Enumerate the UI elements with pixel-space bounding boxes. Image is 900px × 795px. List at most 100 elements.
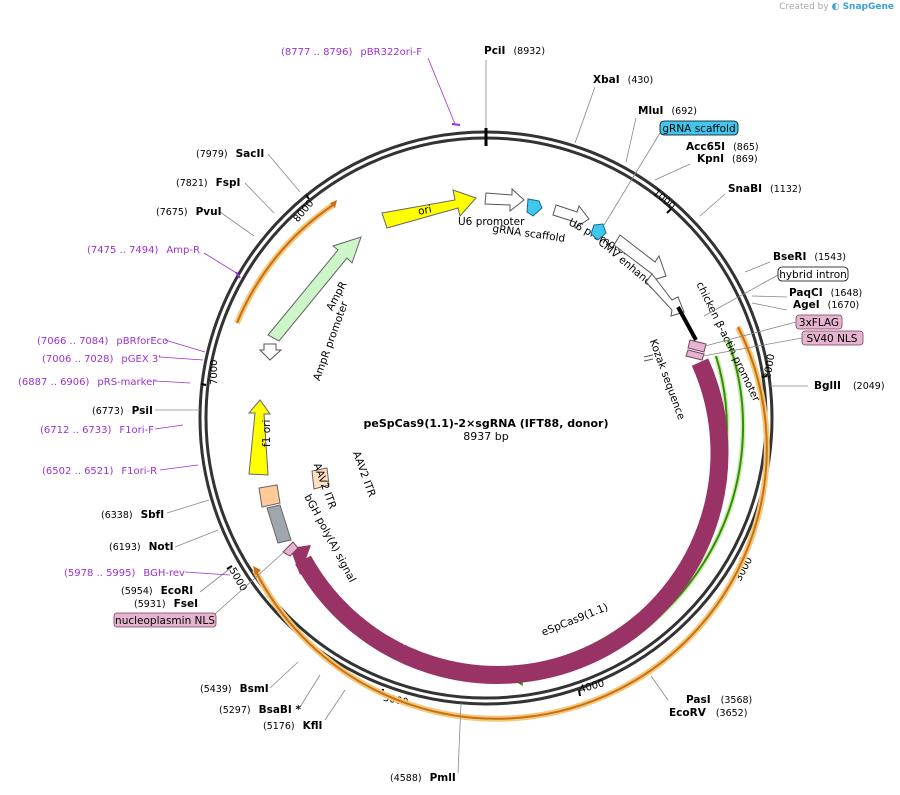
feature-ori [381, 189, 477, 229]
primer-prs-marker-range: (6887 .. 6906) [18, 377, 90, 388]
feature-bgh [266, 504, 292, 544]
site-fspi: (7821)FspI [176, 177, 240, 189]
site-psii-pos: (6773) [92, 406, 124, 417]
site-ecorv-name: EcoRV [669, 707, 707, 719]
feature-kozak-mark [643, 354, 654, 358]
site-leader-agei [751, 302, 788, 311]
leader-nucleoplasmin [214, 551, 285, 615]
orf-arc-cas9 [252, 325, 770, 722]
plasmid-title: peSpCas9(1.1)-2×sgRNA (IFT88, donor) [364, 417, 609, 430]
site-leader-bsmi [269, 661, 299, 689]
site-noti-name: NotI [149, 541, 174, 553]
primer-prs-marker: (6887 .. 6906) pRS-marker [18, 377, 157, 388]
site-kpni: KpnI(869) [697, 153, 758, 165]
site-fspi-pos: (7821) [176, 178, 208, 189]
primer-amp-r-name: Amp-R [166, 245, 200, 256]
tick-2000 [761, 375, 768, 378]
box-3xflag [795, 314, 843, 330]
feature-u6-promoter-1 [484, 187, 525, 213]
site-leader-ecori [199, 566, 233, 593]
site-pmli-name: PmlI [430, 772, 456, 784]
site-leader-pvui [219, 211, 255, 237]
feature-nucleoplasmin-nls [282, 541, 299, 557]
feature-label-grna-scaffold-1: gRNA scaffold [492, 223, 566, 245]
site-paqci: PaqCI(1648) [789, 287, 862, 299]
feature-chicken-promoter [645, 273, 685, 317]
primer-prs-marker-name: pRS-marker [97, 377, 157, 388]
tick-label-7000: 7000 [209, 360, 220, 385]
site-paqci-name: PaqCI [789, 287, 823, 299]
site-pasi-pos: (3568) [721, 695, 753, 706]
tick-label-2000: 2000 [762, 353, 777, 380]
site-kfli-name: KflI [303, 720, 323, 732]
cas9-arc [295, 358, 729, 684]
feature-hybrid-intron [676, 306, 698, 341]
box-grna-scaffold [659, 120, 739, 136]
tick-1000 [666, 208, 672, 214]
site-pcii-name: PciI [484, 45, 505, 57]
site-leader-snabi [699, 193, 726, 217]
feature-3xflag [687, 339, 707, 353]
feature-ampr [267, 236, 362, 342]
site-ecorv: EcoRV(3652) [669, 707, 747, 719]
site-leader-pmli [457, 702, 462, 774]
leader-hybrid-intron [703, 274, 779, 317]
primer-mark-ampr [235, 271, 241, 279]
site-pcii-pos: (8932) [513, 46, 545, 57]
orf-arc-amp-line [236, 204, 334, 324]
site-xbai: XbaI (430) [593, 74, 653, 86]
primer-leader-pgex [159, 356, 204, 361]
feature-kozak-mark-2 [643, 358, 654, 362]
site-psii: (6773)PsiI [92, 405, 153, 417]
site-leader-bsabi [299, 674, 321, 708]
snapgene-logo: ◐ SnapGene [831, 2, 894, 12]
feature-label-u6-promoter-1: U6 promoter [458, 216, 525, 228]
box-sv40-nls [801, 330, 864, 346]
feature-label-aav2-itr-2: AAV2 ITR [350, 449, 378, 498]
site-ecori: (5954)EcoRI [121, 585, 193, 597]
primer-amp-r: (7475 .. 7494)Amp-R [87, 245, 200, 256]
site-bglii-name: BglII [814, 380, 841, 392]
box-hybrid-intron [777, 266, 849, 282]
primer-f1ori-r: (6502 .. 6521)F1ori-R [42, 466, 157, 477]
site-kpni-pos: (869) [732, 154, 758, 165]
site-xbai-pos: (430) [628, 75, 654, 86]
primer-pgex: (7006 .. 7028)pGEX 3' [42, 354, 161, 365]
site-bsabi-pos: (5297) [219, 705, 251, 716]
tick-marks [200, 194, 768, 697]
leader-grna-scaffold [603, 132, 661, 226]
tick-4000 [578, 689, 581, 697]
site-xbai-name: XbaI [593, 74, 620, 86]
site-pasi: PasI (3568) [686, 694, 752, 706]
site-sbfi-name: SbfI [141, 509, 165, 521]
site-leader-paqci [751, 295, 788, 298]
site-kfli: (5176)KflI [263, 720, 322, 732]
site-sacii-name: SacII [236, 148, 265, 160]
feature-aav2-itr-1 [258, 484, 281, 508]
site-pasi-name: PasI [686, 694, 711, 706]
plasmid-length: 8937 bp [463, 430, 508, 443]
site-pmli: (4588)PmlI [390, 772, 456, 784]
primer-bgh-rev: (5978 .. 5995)BGH-rev [64, 568, 185, 579]
site-noti-pos: (6193) [109, 542, 141, 553]
site-bsabi: (5297)BsaBI * [219, 704, 301, 716]
site-fsei-pos: (5931) [134, 599, 166, 610]
site-bglii: BglII(2049) [814, 380, 885, 392]
site-ecori-name: EcoRI [161, 585, 194, 597]
site-fsei: (5931) FseI [134, 598, 198, 610]
primer-pbrforeco-name: pBRforEco [116, 336, 168, 347]
primer-pgex-name: pGEX 3' [121, 354, 161, 365]
feature-ampr-promoter [258, 343, 283, 361]
site-leader-kfli [324, 689, 346, 721]
site-bseri-name: BseRI [773, 251, 806, 263]
primer-leader-ampr [203, 252, 239, 275]
primer-leader-bgh [184, 571, 231, 576]
box-label-3xflag: 3xFLAG [799, 317, 839, 329]
site-mlui: MluI(692) [638, 105, 697, 117]
site-snabi-name: SnaBI [728, 183, 762, 195]
site-leader-sacii [267, 153, 301, 193]
site-fsei-name: FseI [174, 598, 198, 610]
site-pcii: PciI (8932) [484, 45, 545, 57]
feature-aav2-itr-2 [311, 467, 330, 490]
credit-brand: SnapGene [842, 2, 894, 12]
